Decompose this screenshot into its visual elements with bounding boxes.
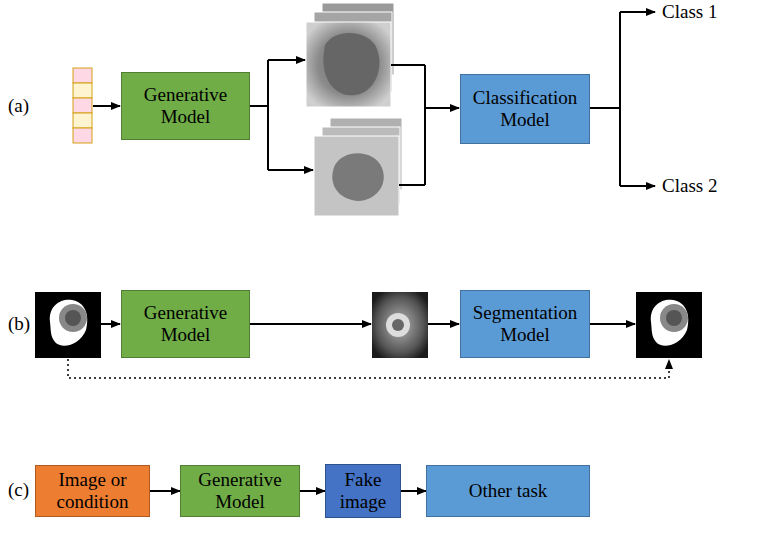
panel-letter: (c)	[8, 480, 29, 501]
process-box: Fake image	[325, 464, 401, 518]
box-text: Segmentation Model	[467, 302, 583, 346]
box-text: Other task	[469, 480, 548, 502]
process-box: Generative Model	[180, 465, 300, 517]
box-text: Image or condition	[42, 469, 143, 513]
process-box: Classification Model	[460, 74, 590, 144]
box-text: Fake image	[332, 469, 394, 513]
box-text: Generative Model	[128, 84, 243, 128]
wire	[250, 12, 655, 186]
mri-image	[372, 292, 428, 358]
box-text: Generative Model	[187, 469, 293, 513]
arrow-connector	[401, 490, 426, 492]
process-box: Segmentation Model	[460, 290, 590, 358]
class-label: Class 1	[662, 2, 717, 23]
latent-vector	[73, 68, 92, 143]
process-box: Image or condition	[35, 465, 150, 517]
panel-letter: (a)	[8, 96, 29, 117]
process-box: Generative Model	[121, 72, 250, 140]
class-label: Class 2	[662, 176, 717, 197]
box-text: Generative Model	[128, 302, 243, 346]
box-text: Classification Model	[467, 87, 583, 131]
arrow-connector	[150, 490, 180, 492]
process-box: Other task	[426, 465, 590, 517]
image-stack	[314, 118, 402, 216]
arrow-connector	[300, 490, 325, 492]
segmentation-mask	[35, 292, 101, 358]
process-box: Generative Model	[121, 290, 250, 358]
panel-letter: (b)	[8, 314, 30, 335]
segmentation-mask	[636, 292, 702, 358]
image-stack	[306, 3, 394, 107]
